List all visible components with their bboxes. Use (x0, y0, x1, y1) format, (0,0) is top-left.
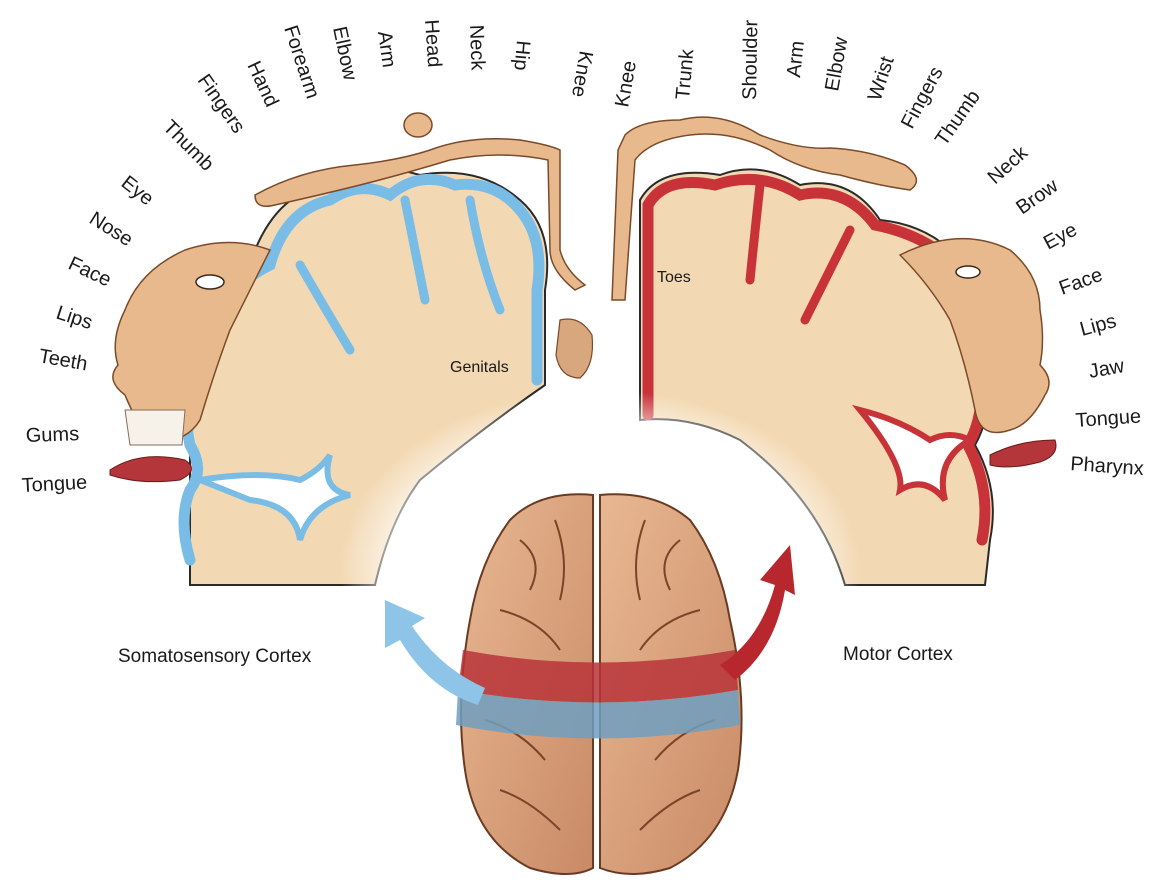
motor-label-thumb: Thumb (931, 86, 985, 150)
sensory-label-teeth: Teeth (37, 345, 89, 375)
sensory-label-hip: Hip (509, 40, 534, 72)
sensory-label-tongue: Tongue (21, 472, 88, 497)
sensory-label-knee: Knee (567, 49, 597, 99)
motor-label-elbow: Elbow (821, 35, 852, 93)
sensory-label-fingers: Fingers (193, 70, 249, 137)
motor-label-eye: Eye (1040, 219, 1081, 255)
sensory-label-lips: Lips (53, 302, 95, 334)
sensory-label-hand: Hand (242, 58, 282, 111)
genitals-label: Genitals (450, 359, 509, 376)
motor-label-lips: Lips (1078, 310, 1119, 341)
motor-label-pharynx: Pharynx (1070, 453, 1145, 480)
motor-label-wrist: Wrist (864, 53, 899, 103)
motor-eye (956, 266, 980, 278)
motor-label-arm: Arm (783, 40, 809, 79)
sensory-label-nose: Nose (85, 208, 136, 251)
sensory-eye (196, 275, 224, 289)
somatosensory-caption: Somatosensory Cortex (118, 646, 312, 667)
sensory-label-thumb: Thumb (158, 116, 218, 176)
sensory-label-neck: Neck (465, 24, 489, 71)
motor-caption: Motor Cortex (843, 644, 953, 665)
sensory-label-face: Face (65, 253, 115, 292)
sensory-label-elbow: Elbow (328, 24, 361, 82)
sensory-tongue (110, 457, 191, 482)
motor-label-trunk: Trunk (672, 47, 698, 100)
sensory-genitals (556, 319, 593, 378)
motor-label-face: Face (1056, 264, 1105, 300)
motor-label-knee: Knee (611, 59, 641, 109)
motor-label-shoulder: Shoulder (739, 19, 762, 100)
sensory-label-head: Head (420, 19, 445, 68)
sensory-label-forearm: Forearm (279, 23, 323, 102)
motor-label-tongue: Tongue (1075, 405, 1142, 432)
sensory-teeth (125, 410, 185, 445)
sensory-label-eye: Eye (117, 172, 158, 211)
sensory-head-small (404, 113, 432, 137)
sensory-label-gums: Gums (25, 423, 79, 447)
motor-label-brow: Brow (1012, 175, 1062, 219)
motor-tongue (990, 440, 1056, 467)
sensory-label-arm: Arm (373, 30, 400, 69)
motor-label-fingers: Fingers (897, 63, 948, 132)
toes-label: Toes (657, 269, 691, 286)
motor-label-jaw: Jaw (1087, 355, 1126, 383)
motor-label-neck: Neck (984, 141, 1033, 189)
